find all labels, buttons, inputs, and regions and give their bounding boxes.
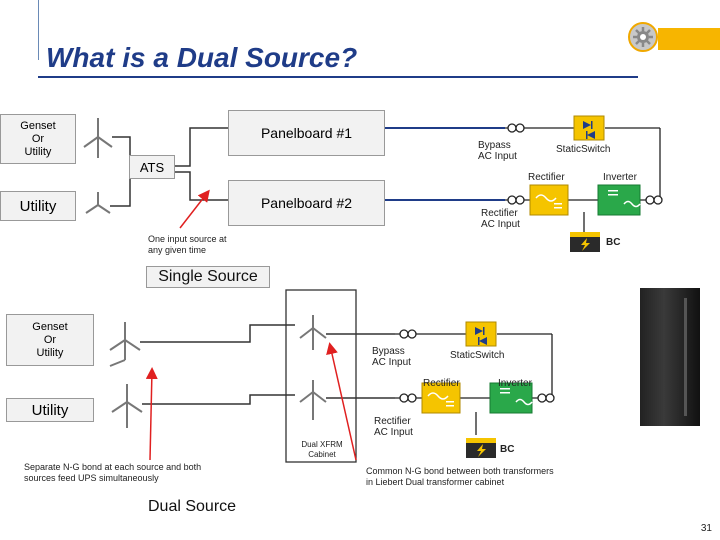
- transformer-symbol: [109, 322, 141, 367]
- transformer-symbol: [299, 315, 327, 420]
- dual-ups-inverter-label: Inverter: [498, 378, 532, 389]
- ups-inverter-label: Inverter: [603, 172, 637, 183]
- ups-rectifier-input-label: Rectifier AC Input: [481, 208, 520, 230]
- panelboard-2-box: Panelboard #2: [228, 180, 385, 226]
- ups-static-switch-label: StaticSwitch: [556, 144, 611, 155]
- ups-cabinet-image: [640, 288, 700, 426]
- dual-source1-box: Genset Or Utility: [6, 314, 94, 366]
- single-source-caption: Single Source: [146, 266, 270, 288]
- diode-icon: [475, 327, 487, 345]
- single-source1-box: Genset Or Utility: [0, 114, 76, 164]
- dual-ups-bc-label: BC: [500, 444, 515, 455]
- switch-contact-icon: [399, 329, 555, 403]
- ups-bypass-label: Bypass AC Input: [478, 140, 517, 162]
- switch-contact-icon: [507, 123, 663, 205]
- dual-ups-rectifier-input-label: Rectifier AC Input: [374, 416, 413, 438]
- dual-cabinet-label: Dual XFRM Cabinet: [301, 440, 343, 459]
- dual-note-left: Separate N-G bond at each source and bot…: [24, 462, 202, 483]
- panelboard-1-box: Panelboard #1: [228, 110, 385, 156]
- diode-icon: [583, 121, 595, 139]
- title-divider-vertical: [38, 0, 39, 60]
- dual-ups-rectifier-label: Rectifier: [423, 378, 460, 389]
- title-underline: [38, 76, 638, 78]
- page-number: 31: [700, 523, 712, 534]
- battery-icon: [570, 232, 600, 252]
- single-note: One input source at any given time: [148, 234, 227, 255]
- dual-source-caption: Dual Source: [148, 498, 237, 515]
- dual-ups-static-switch-label: StaticSwitch: [450, 350, 505, 361]
- transformer-symbol: [85, 192, 111, 214]
- transformer-symbol: [111, 384, 143, 428]
- ats-box: ATS: [129, 155, 175, 179]
- dual-ups-bypass-label: Bypass AC Input: [372, 346, 411, 368]
- gear-icon: [628, 22, 658, 52]
- single-source2-box: Utility: [0, 191, 76, 221]
- ups-bc-label: BC: [606, 237, 621, 248]
- transformer-symbol: [83, 118, 113, 158]
- page-title: What is a Dual Source?: [46, 42, 358, 73]
- battery-icon: [466, 438, 496, 458]
- brand-bar: [658, 28, 720, 50]
- dual-source2-box: Utility: [6, 398, 94, 422]
- dual-note-right: Common N-G bond between both transformer…: [366, 466, 554, 487]
- ups-rectifier-label: Rectifier: [528, 172, 565, 183]
